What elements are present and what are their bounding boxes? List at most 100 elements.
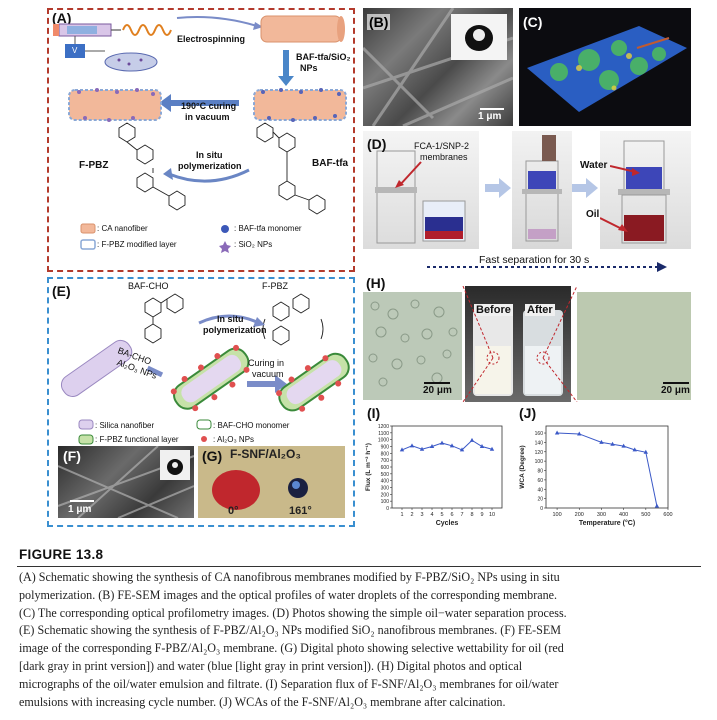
panel-a-schematic (53, 15, 347, 253)
baf-cho-label: BAF-CHO (128, 281, 169, 291)
caption-line: emulsions with increasing cycle number. … (19, 694, 506, 709)
panel-b-sem-image (363, 8, 513, 126)
membrane-label-2: membranes (420, 152, 468, 162)
panel-b-scalebar (480, 108, 504, 110)
data-point (554, 430, 560, 435)
y-tick-label: 100 (381, 499, 390, 505)
caption-rule (17, 566, 701, 567)
panel-h-scale-left: 20 μm (423, 385, 452, 396)
panel-e-schematic (60, 293, 350, 445)
panel-h-scale-right: 20 μm (661, 385, 690, 396)
x-tick-label: 9 (480, 512, 483, 518)
legend-ca-nanofiber: : CA nanofiber (97, 224, 148, 233)
data-point (643, 449, 649, 454)
in-vacuum-label: in vacuum (185, 112, 230, 122)
process-arrow-1 (485, 178, 511, 198)
figure-title: FIGURE 13.8 (19, 547, 104, 562)
panel-g-tag: (G) (202, 448, 223, 464)
panel-d-photo-left (363, 131, 479, 249)
panel-g-angle-water: 161° (289, 505, 312, 517)
legend-fpbz-functional: : F-PBZ functional layer (95, 435, 179, 444)
y-tick-label: 0 (540, 506, 543, 512)
panel-f-sem-image (58, 446, 194, 518)
x-axis-label: Cycles (436, 520, 459, 527)
series-line (557, 432, 658, 507)
x-tick-label: 8 (470, 512, 473, 518)
f-pbz-label-a: F-PBZ (79, 160, 109, 171)
y-tick-label: 500 (381, 472, 390, 478)
oil-label: Oil (586, 209, 600, 220)
after-label: After (525, 304, 555, 316)
panel-j-tag: (J) (519, 405, 537, 421)
data-point (469, 437, 475, 442)
legend-fpbz-layer: : F-PBZ modified layer (97, 240, 177, 249)
caption-line: (C) The corresponding optical profilomet… (19, 605, 567, 620)
data-point (439, 440, 445, 445)
data-point (449, 443, 455, 448)
x-tick-label: 7 (460, 512, 463, 518)
panel-g-title: F-SNF/Al₂O₃ (230, 447, 301, 461)
legend-silica-nanofiber: : Silica nanofiber (95, 421, 155, 430)
y-tick-label: 300 (381, 486, 390, 492)
data-point (654, 503, 660, 508)
panel-h-connector-lines (462, 286, 578, 402)
panel-d-tag: (D) (367, 136, 387, 152)
panel-f-tag: (F) (63, 448, 81, 464)
panel-d-photo-middle (512, 131, 572, 249)
water-label: Water (580, 160, 608, 171)
x-axis-label: Temperature (°C) (579, 519, 635, 527)
caption-line: polymerization. (B) FE-SEM images and th… (19, 587, 558, 602)
panel-e (47, 277, 355, 527)
y-tick-label: 700 (381, 458, 390, 464)
series-line (401, 439, 493, 451)
data-point (599, 439, 604, 444)
panel-g-wettability-photo (198, 446, 345, 518)
x-tick-label: 6 (450, 512, 453, 518)
y-tick-label: 600 (381, 465, 390, 471)
legend-sio2-nps: : SiO₂ NPs (234, 240, 273, 249)
plot-frame (391, 425, 503, 509)
y-tick-label: 1000 (378, 438, 389, 444)
panel-h-scalebar-right (663, 382, 689, 384)
y-tick-label: 800 (381, 451, 390, 457)
panel-a-tag: (A) (52, 10, 72, 26)
y-tick-label: 120 (535, 450, 544, 456)
baf-tfa-label: BAF-tfa (312, 158, 349, 169)
data-point (577, 431, 582, 436)
legend-baf-tfa-monomer: : BAF-tfa monomer (234, 224, 302, 233)
voltage-label: V (72, 46, 78, 55)
x-tick-label: 300 (597, 512, 606, 518)
panel-h-tag: (H) (366, 275, 386, 291)
baf-tfa-sio2-label: BAF-tfa/SiO₂ (296, 52, 351, 62)
y-tick-label: 80 (537, 469, 543, 475)
curing-in-label: Curing in (248, 358, 285, 368)
panel-d-photo-right (600, 131, 691, 249)
x-tick-label: 1 (400, 512, 403, 518)
x-tick-label: 100 (552, 512, 561, 518)
data-point (409, 443, 415, 448)
x-tick-label: 2 (410, 512, 413, 518)
x-tick-label: 400 (619, 512, 628, 518)
polymerization-label-a: polymerization (178, 161, 242, 171)
in-situ-label-a: In situ (196, 150, 223, 160)
f-pbz-label-e: F-PBZ (262, 281, 288, 291)
y-tick-label: 160 (535, 431, 544, 437)
y-tick-label: 60 (537, 478, 543, 484)
vacuum-label: vacuum (252, 369, 284, 379)
chart-flux-vs-cycles: 0100200300400500600700800900100011001200… (365, 424, 503, 527)
data-point (399, 447, 405, 452)
panel-a (47, 8, 355, 272)
curing-label: 190°C curing (181, 101, 237, 111)
x-tick-label: 10 (489, 512, 495, 518)
caption-line: [dark gray in print version]) and water … (19, 658, 523, 673)
y-axis-label: Flux (L m⁻² h⁻¹) (365, 443, 372, 491)
nps-label: NPs (300, 63, 318, 73)
panel-g-angle-oil: 0° (228, 505, 239, 517)
y-axis-label: WCA (Degree) (519, 445, 526, 488)
fast-separation-label: Fast separation for 30 s (479, 254, 590, 266)
data-point (489, 446, 495, 451)
legend-baf-cho-monomer: : BAF-CHO monomer (213, 421, 290, 430)
panel-c-profilometry-image (519, 8, 691, 126)
before-label: Before (474, 304, 513, 316)
panel-c-tag: (C) (523, 14, 543, 30)
